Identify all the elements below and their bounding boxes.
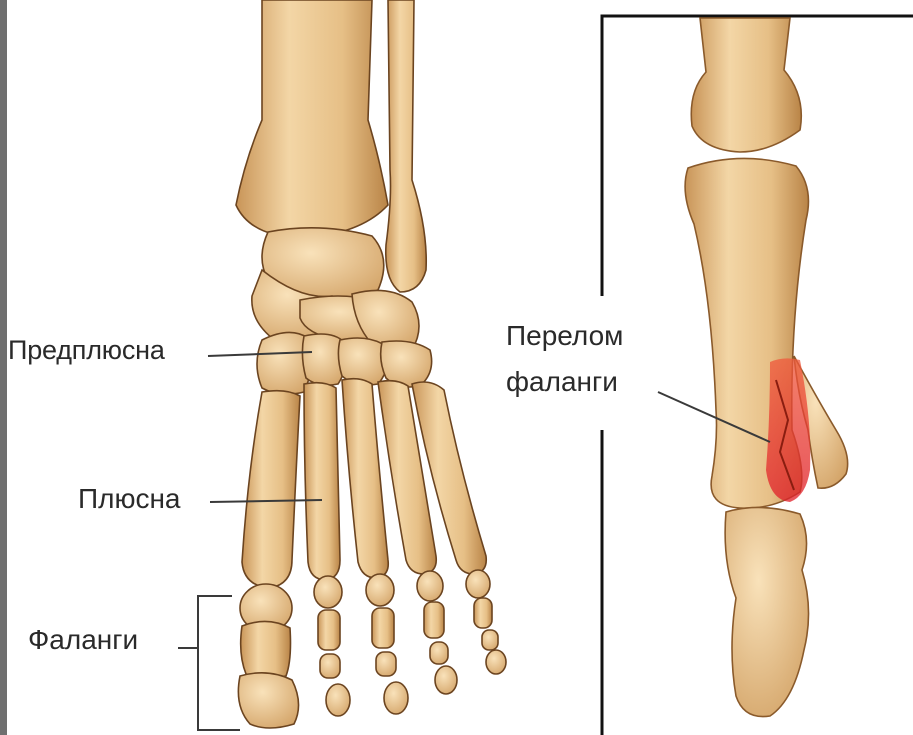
toe4-middle: [424, 602, 444, 638]
toe3-distal: [376, 652, 396, 676]
label-fracture-line1: Перелом: [506, 313, 623, 359]
toe2-tip: [326, 684, 350, 716]
toe2-proximal: [314, 576, 342, 608]
label-metatarsus: Плюсна: [78, 483, 181, 515]
toe3-proximal: [366, 574, 394, 606]
label-tarsus: Предплюсна: [8, 335, 165, 366]
label-phalanx-fracture: Перелом фаланги: [506, 313, 623, 405]
toe2-distal: [320, 654, 340, 678]
toe3-middle: [372, 608, 394, 648]
metatarsal-2: [304, 383, 340, 580]
foot-skeleton: [236, 0, 506, 728]
toe3-tip: [384, 682, 408, 714]
tibia: [236, 0, 388, 238]
toe4-distal: [430, 642, 448, 664]
toe5-tip: [486, 650, 506, 674]
toe1-middle: [241, 621, 291, 677]
lower-bone: [725, 507, 808, 716]
label-phalanges: Фаланги: [28, 624, 138, 656]
toe5-middle: [474, 598, 492, 628]
toe1-distal: [238, 673, 298, 728]
toe5-proximal: [466, 570, 490, 598]
label-fracture-line2: фаланги: [506, 359, 623, 405]
metatarsal-1: [242, 391, 300, 588]
toe4-proximal: [417, 571, 443, 601]
toe2-middle: [318, 610, 340, 650]
toe5-distal: [482, 630, 498, 650]
phalanges-bracket: [198, 596, 240, 730]
fibula: [386, 0, 426, 292]
toe4-tip: [435, 666, 457, 694]
fracture-highlight: [766, 358, 810, 502]
fracture-panel: [602, 16, 913, 735]
upper-bone: [691, 18, 801, 152]
